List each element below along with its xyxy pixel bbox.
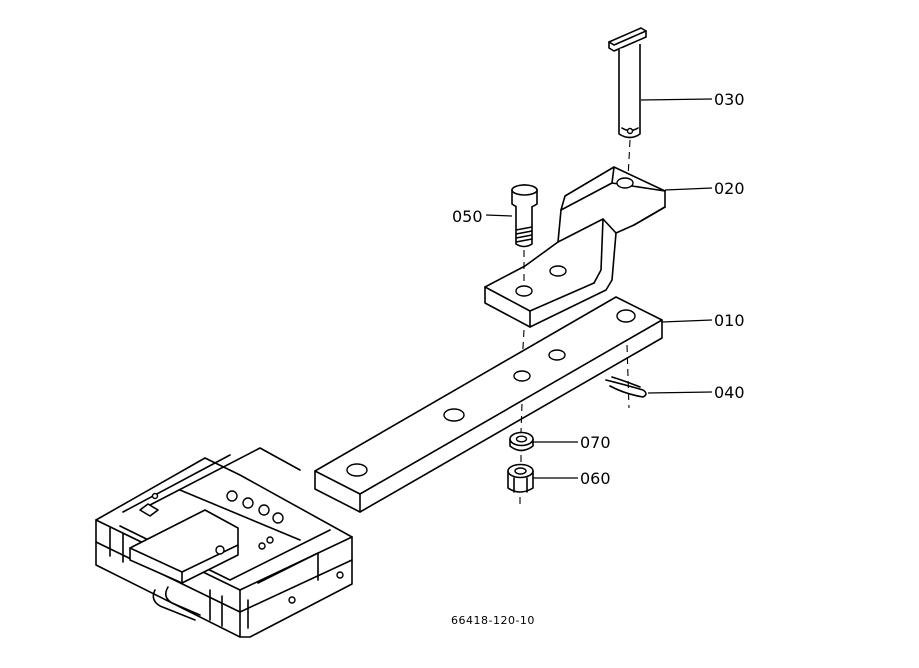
- part-040-clip: [605, 376, 647, 398]
- part-label-050: 050: [452, 207, 483, 226]
- part-label-060: 060: [580, 469, 611, 488]
- part-label-070: 070: [580, 433, 611, 452]
- part-030-pin: [608, 27, 647, 139]
- figure-code: 66418-120-10: [451, 614, 535, 627]
- leader-040: [647, 391, 713, 394]
- part-010-bar: [314, 296, 663, 513]
- leader-030: [640, 98, 713, 101]
- part-label-020: 020: [714, 179, 745, 198]
- part-050-bolt: [511, 184, 538, 248]
- part-label-040: 040: [714, 383, 745, 402]
- leader-050: [485, 214, 513, 217]
- part-060-nut: [507, 463, 534, 493]
- part-label-010: 010: [714, 311, 745, 330]
- leader-020: [664, 187, 713, 191]
- part-020-bracket: [484, 166, 666, 328]
- leader-010: [661, 319, 713, 323]
- part-070-washer: [509, 431, 534, 452]
- base-assembly: [95, 447, 353, 638]
- part-label-030: 030: [714, 90, 745, 109]
